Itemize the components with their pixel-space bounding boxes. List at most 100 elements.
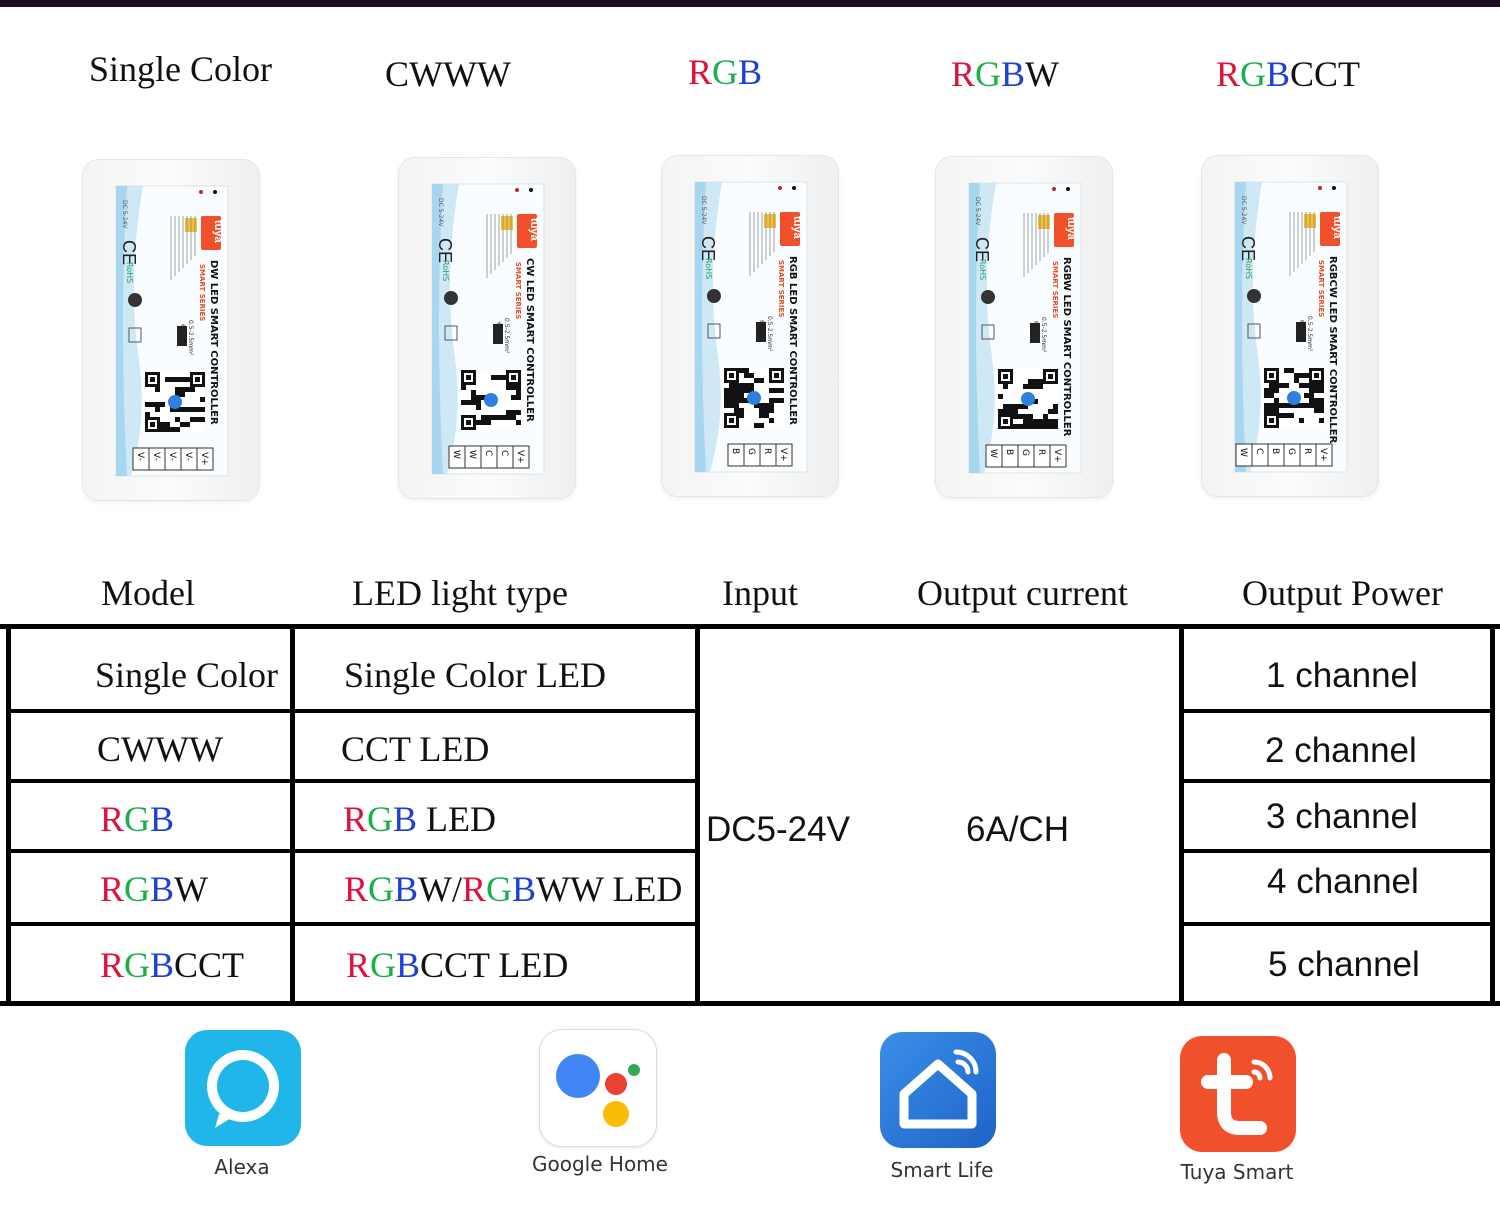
product-title-rgb: RGB (688, 52, 763, 92)
rohs-mark-icon: RoHS (441, 260, 450, 281)
svg-text:R: R (1302, 448, 1312, 454)
tuya-logo-icon (1320, 212, 1340, 246)
svg-text:DC 5-24V: DC 5-24V (974, 197, 981, 226)
product-title-cwww: CWWW (385, 54, 511, 94)
recycle-icon (128, 293, 142, 307)
device-series-text: SMART SERIES (777, 260, 785, 317)
svg-text:V-: V- (183, 452, 193, 461)
tuya-icon (1180, 1036, 1296, 1152)
cell-power-5: 5 channel (1268, 945, 1420, 984)
svg-text:C: C (483, 450, 493, 456)
tuya-logo-icon (517, 214, 537, 248)
cell-type-cct: CCT LED (341, 729, 490, 769)
product-title-rgbcct: RGBCCT (1216, 54, 1361, 94)
recycle-icon (981, 290, 995, 304)
tuya-logo-icon (780, 212, 800, 246)
cell-output-current: 6A/CH (966, 810, 1070, 849)
rohs-mark-icon: RoHS (978, 259, 987, 280)
product-title-rgbw: RGBW (951, 54, 1060, 94)
weee-bin-icon (707, 323, 721, 339)
rohs-mark-icon: RoHS (1244, 258, 1253, 279)
terminal-block: V+ RGB (727, 443, 793, 467)
ce-mark-icon: CE (1238, 236, 1258, 261)
svg-text:C: C (1254, 448, 1264, 454)
cell-power-2: 2 channel (1265, 731, 1417, 770)
svg-text:V-: V- (151, 452, 161, 461)
svg-text:V-: V- (135, 452, 145, 461)
cell-model-single-color: Single Color (95, 655, 279, 695)
smart-life-label: Smart Life (890, 1158, 994, 1182)
alexa-icon (185, 1030, 301, 1146)
device-series-text: SMART SERIES (198, 264, 206, 321)
ce-mark-icon: CE (698, 236, 718, 261)
svg-text:0.5-2.5mm²: 0.5-2.5mm² (187, 320, 194, 356)
svg-text:V+: V+ (1052, 449, 1062, 463)
cell-type-rgbw: RGBW/RGBWW LED (344, 869, 683, 909)
terminal-block: V+RGBCW (1235, 443, 1333, 467)
cell-input-voltage: DC5-24V (706, 810, 850, 849)
header-output-current: Output current (917, 573, 1128, 613)
svg-text:W: W (467, 450, 477, 459)
tuya-logo-icon (201, 216, 221, 250)
svg-text:0.5-2.5mm²: 0.5-2.5mm² (1040, 317, 1047, 353)
svg-text:V+: V+ (778, 448, 788, 462)
svg-text:W: W (988, 449, 998, 458)
svg-text:V+: V+ (199, 452, 209, 466)
cell-model-cwww: CWWW (97, 729, 223, 769)
recycle-icon (1247, 289, 1261, 303)
cell-type-rgbcct: RGBCCT LED (346, 945, 569, 985)
svg-text:0.5-2.5mm²: 0.5-2.5mm² (1306, 316, 1313, 352)
svg-text:R: R (1036, 449, 1046, 455)
cell-type-rgb: RGB LED (343, 799, 497, 839)
recycle-icon (707, 289, 721, 303)
cell-power-1: 1 channel (1266, 656, 1418, 695)
cell-power-4: 4 channel (1267, 862, 1419, 901)
alexa-label: Alexa (214, 1155, 270, 1179)
device-series-text: SMART SERIES (514, 262, 522, 319)
device-label-text: RGBW LED SMART CONTROLLER (1061, 257, 1072, 437)
svg-text:W: W (1238, 448, 1248, 457)
ce-mark-icon: CE (119, 240, 139, 265)
terminal-block: V+ V- V- V- V- (132, 447, 214, 471)
svg-text:G: G (746, 448, 756, 455)
device-label-text: RGBCW LED SMART CONTROLLER (1327, 256, 1338, 444)
weee-bin-icon (128, 327, 142, 343)
tuya-smart-label: Tuya Smart (1180, 1160, 1294, 1184)
qr-code-icon (998, 369, 1058, 429)
svg-text:R: R (762, 448, 772, 454)
qr-code-icon (1264, 368, 1324, 428)
qr-code-icon (724, 368, 784, 428)
recycle-icon (444, 291, 458, 305)
ce-mark-icon: CE (435, 238, 455, 263)
weee-bin-icon (444, 325, 458, 341)
svg-text:DC 5-24V: DC 5-24V (437, 198, 444, 227)
cell-model-rgbw: RGBW (100, 869, 209, 909)
svg-text:C: C (499, 450, 509, 456)
device-series-text: SMART SERIES (1051, 261, 1059, 318)
svg-text:0.5-2.5mm²: 0.5-2.5mm² (503, 318, 510, 354)
svg-text:G: G (1020, 449, 1030, 456)
header-model: Model (101, 573, 195, 613)
cell-model-rgbcct: RGBCCT (100, 945, 245, 985)
top-border (0, 0, 1500, 7)
tuya-brand-text: tuya (1065, 217, 1077, 241)
device-label-text: RGB LED SMART CONTROLLER (787, 256, 798, 425)
svg-text:B: B (1270, 448, 1280, 454)
svg-text:V-: V- (167, 452, 177, 461)
weee-bin-icon (1247, 323, 1261, 339)
svg-text:V+: V+ (515, 450, 525, 464)
svg-text:B: B (730, 448, 740, 454)
svg-text:DC 5-24V: DC 5-24V (700, 196, 707, 225)
cell-model-rgb: RGB (100, 799, 175, 839)
svg-text:B: B (1004, 449, 1014, 455)
rohs-mark-icon: RoHS (704, 258, 713, 279)
tuya-brand-text: tuya (791, 216, 803, 240)
terminal-block: V+ RGBW (985, 444, 1067, 468)
smart-life-icon (880, 1032, 996, 1148)
tuya-brand-text: tuya (212, 220, 224, 244)
